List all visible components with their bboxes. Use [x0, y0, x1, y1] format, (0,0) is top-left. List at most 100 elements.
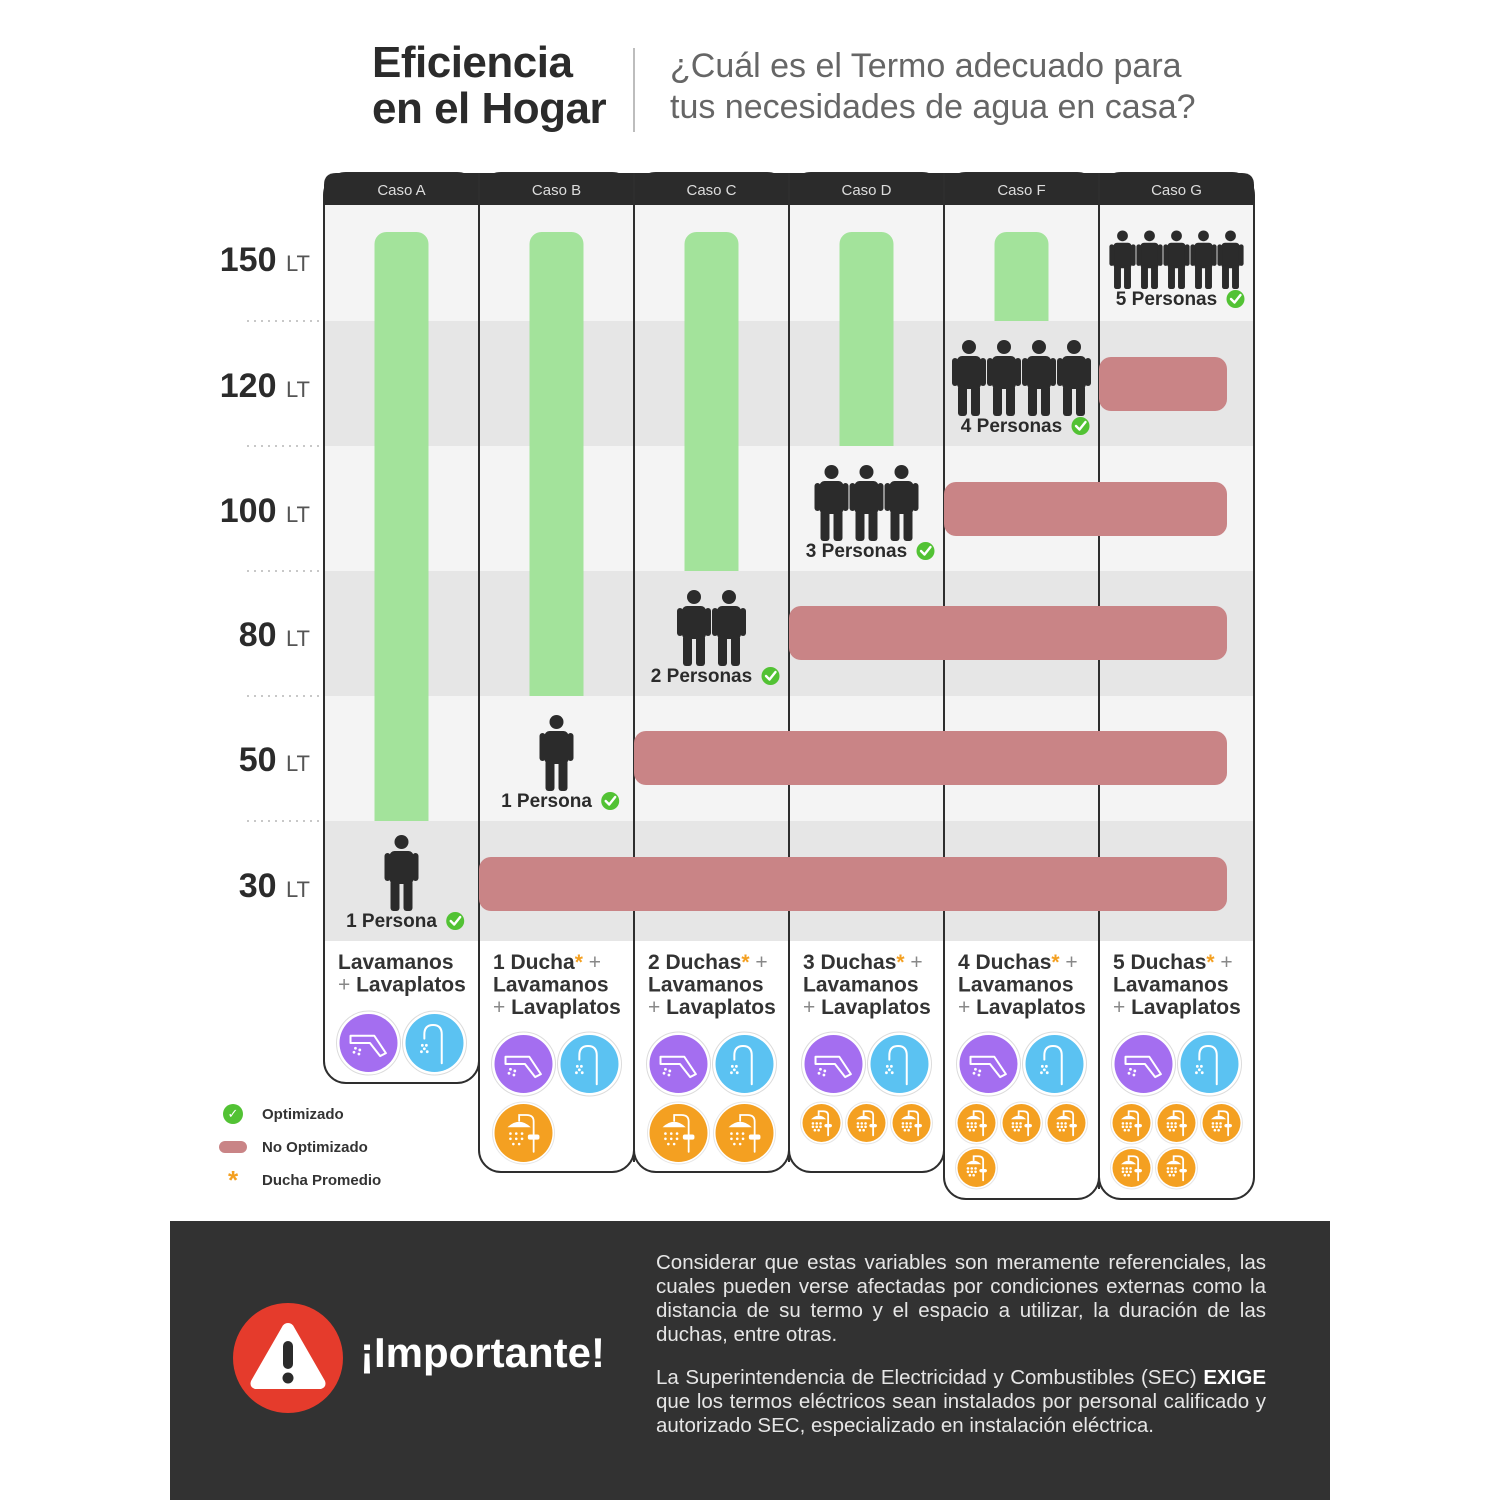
sink-faucet-icon — [557, 1031, 622, 1097]
shower-icon — [1155, 1101, 1198, 1145]
fixture-line: + Lavaplatos — [648, 996, 776, 1019]
person-icon — [1163, 230, 1190, 289]
shower-icon — [713, 1101, 776, 1165]
important-banner: ¡Importante! Considerar que estas variab… — [170, 1221, 1330, 1500]
shower-icon — [955, 1101, 998, 1145]
fixture-line: + Lavaplatos — [493, 996, 621, 1019]
optimized-bar — [839, 232, 894, 446]
faucet-icon — [336, 1010, 401, 1076]
faucet-icon — [1111, 1031, 1176, 1097]
fixture-line: Lavamanos — [338, 951, 454, 974]
person-icon — [1057, 340, 1091, 416]
fixture-line: + Lavaplatos — [338, 974, 466, 997]
fixture-line: Lavamanos — [803, 974, 919, 997]
check-icon — [761, 667, 780, 685]
fixture-line: 5 Duchas* + — [1113, 951, 1233, 974]
faucet-icon — [801, 1031, 866, 1097]
case-header-label: Caso G — [1151, 182, 1202, 199]
fixture-line: Lavamanos — [648, 974, 764, 997]
check-icon — [601, 792, 620, 810]
star-icon: * — [227, 1165, 239, 1195]
legend-item-not-optimized: No Optimizado — [218, 1135, 368, 1159]
people-label: 3 Personas — [806, 541, 907, 562]
sink-faucet-icon — [1177, 1031, 1242, 1097]
important-text: Considerar que estas variables son meram… — [656, 1251, 1266, 1457]
people-label: 1 Persona — [501, 791, 592, 812]
sink-faucet-icon — [867, 1031, 932, 1097]
people-label: 5 Personas — [1116, 289, 1217, 310]
important-paragraph-1: Considerar que estas variables son meram… — [656, 1251, 1266, 1346]
person-icon — [712, 590, 746, 666]
optimized-bar-end — [684, 557, 739, 571]
important-paragraph-2: La Superintendencia de Electricidad y Co… — [656, 1366, 1266, 1438]
optimized-bar — [529, 232, 584, 696]
check-icon — [1226, 290, 1245, 308]
person-icon — [1022, 340, 1056, 416]
not-optimized-bar — [634, 731, 1227, 785]
page-title-line1: Eficiencia — [372, 38, 573, 87]
case-header-label: Caso A — [377, 182, 425, 199]
case-header-label: Caso F — [997, 182, 1045, 199]
people-label: 2 Personas — [651, 666, 752, 687]
person-icon — [849, 465, 884, 541]
level-label: 50 LT — [239, 741, 310, 779]
optimized-bar-end — [374, 807, 429, 821]
page-subtitle: ¿Cuál es el Termo adecuado para tus nece… — [670, 46, 1196, 128]
shower-icon — [647, 1101, 710, 1165]
shower-icon — [955, 1146, 998, 1190]
person-icon — [987, 340, 1021, 416]
person-icon — [1109, 230, 1136, 289]
optimized-bar — [994, 232, 1049, 321]
case-header-label: Caso B — [532, 182, 581, 199]
legend-item-optimized: ✓ Optimizado — [218, 1102, 344, 1126]
page-title: Eficiencia en el Hogar — [372, 38, 607, 132]
faucet-icon — [491, 1031, 556, 1097]
person-icon — [952, 340, 986, 416]
warning-icon — [233, 1303, 343, 1413]
not-optimized-bar — [789, 606, 1227, 660]
shower-icon — [1045, 1101, 1088, 1145]
fixture-line: 4 Duchas* + — [958, 951, 1078, 974]
fixture-line: + Lavaplatos — [958, 996, 1086, 1019]
person-icon — [1136, 230, 1163, 289]
legend-label-not-optimized: No Optimizado — [262, 1138, 368, 1156]
shower-icon — [1110, 1101, 1153, 1145]
optimized-bar — [684, 232, 739, 571]
check-icon — [446, 912, 465, 930]
not-optimized-bar — [479, 857, 1227, 911]
optimized-bar-end — [839, 432, 894, 446]
optimized-bar-end — [529, 682, 584, 696]
person-icon — [677, 590, 711, 666]
check-icon — [916, 542, 935, 560]
case-header-label: Caso D — [841, 182, 891, 199]
not-optimized-bar — [944, 482, 1227, 536]
level-label: 150 LT — [220, 241, 310, 279]
optimized-bar — [374, 232, 429, 821]
optimized-bar-end — [994, 307, 1049, 321]
fixture-line: 2 Duchas* + — [648, 951, 768, 974]
level-label: 120 LT — [220, 367, 310, 405]
check-icon — [1071, 417, 1090, 435]
fixture-line: 1 Ducha* + — [493, 951, 601, 974]
shower-icon — [1200, 1101, 1243, 1145]
shower-icon — [890, 1101, 933, 1145]
fixture-line: + Lavaplatos — [1113, 996, 1241, 1019]
fixture-line: + Lavaplatos — [803, 996, 931, 1019]
fixture-line: Lavamanos — [1113, 974, 1229, 997]
people-label: 1 Persona — [346, 911, 437, 932]
level-label: 80 LT — [239, 616, 310, 654]
sink-faucet-icon — [712, 1031, 777, 1097]
level-label: 30 LT — [239, 867, 310, 905]
important-title: ¡Importante! — [360, 1329, 605, 1376]
title-divider — [633, 48, 635, 132]
page-subtitle-line1: ¿Cuál es el Termo adecuado para — [670, 47, 1182, 85]
sink-faucet-icon — [1022, 1031, 1087, 1097]
person-icon — [814, 465, 849, 541]
shower-icon — [1000, 1101, 1043, 1145]
legend-label-average-shower: Ducha Promedio — [262, 1171, 382, 1189]
person-icon — [1217, 230, 1244, 289]
person-icon — [884, 465, 919, 541]
not-optimized-swatch — [219, 1141, 247, 1153]
person-icon — [1190, 230, 1217, 289]
person-icon — [539, 715, 574, 791]
